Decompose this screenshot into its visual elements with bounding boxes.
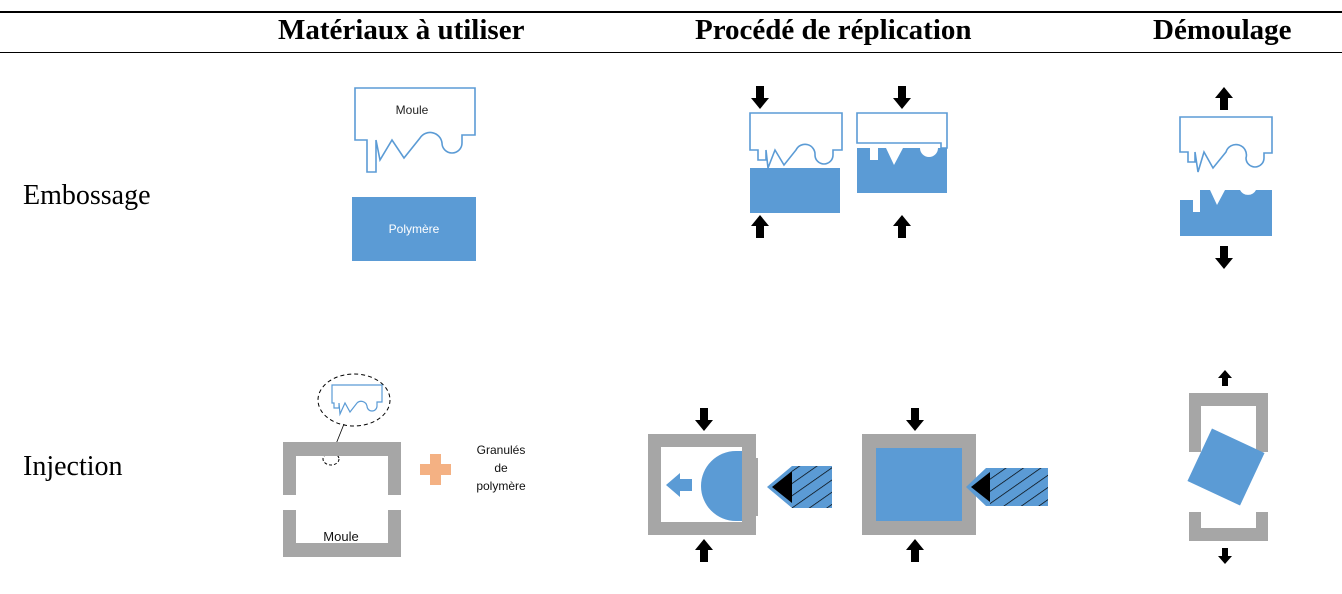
- flow-left-arrow-icon: [666, 473, 692, 497]
- clamp-up-arrow-icon: [906, 539, 924, 562]
- injection-demold: [1187, 370, 1268, 564]
- polymer-block: [352, 197, 476, 261]
- clamp-down-arrow-icon: [906, 408, 924, 431]
- lift-down-arrow-icon: [1215, 246, 1233, 269]
- open-up-arrow-icon: [1218, 370, 1232, 386]
- lift-up-arrow-icon: [1215, 87, 1233, 110]
- open-down-arrow-icon: [1218, 548, 1232, 564]
- press-up-arrow-icon: [893, 215, 911, 238]
- press-down-arrow-icon: [751, 86, 769, 109]
- clamp-up-arrow-icon: [695, 539, 713, 562]
- embossing-press-stage-2: [856, 86, 948, 238]
- injection-stage-1: [648, 408, 832, 562]
- injection-mold-frame: [283, 442, 401, 557]
- header-top-rule: [0, 11, 1342, 13]
- clamp-down-arrow-icon: [695, 408, 713, 431]
- mold-detail-zoom: [317, 373, 391, 466]
- granules-label-line2: de: [494, 461, 508, 475]
- mold-top-label: Moule: [396, 103, 429, 117]
- embossing-demold: [1179, 87, 1273, 269]
- press-up-arrow-icon: [751, 215, 769, 238]
- row-label-injection: Injection: [23, 451, 123, 482]
- column-header-process: Procédé de réplication: [695, 14, 972, 46]
- column-header-demold: Démoulage: [1153, 14, 1292, 46]
- polymer-label: Polymère: [389, 222, 440, 236]
- press-down-arrow-icon: [893, 86, 911, 109]
- injection-stage-2: [862, 408, 1048, 562]
- column-header-materials: Matériaux à utiliser: [278, 14, 525, 46]
- embossing-press-stage-1: [749, 86, 843, 238]
- header-bottom-rule: [0, 52, 1342, 53]
- row-label-embossing: Embossage: [23, 180, 151, 211]
- granules-label-line1: Granulés: [477, 443, 526, 457]
- granules-label-line3: polymère: [476, 479, 526, 493]
- mold-bottom-label: Moule: [323, 529, 358, 544]
- embossing-mold-shape: [354, 87, 476, 173]
- plus-icon: [420, 454, 451, 485]
